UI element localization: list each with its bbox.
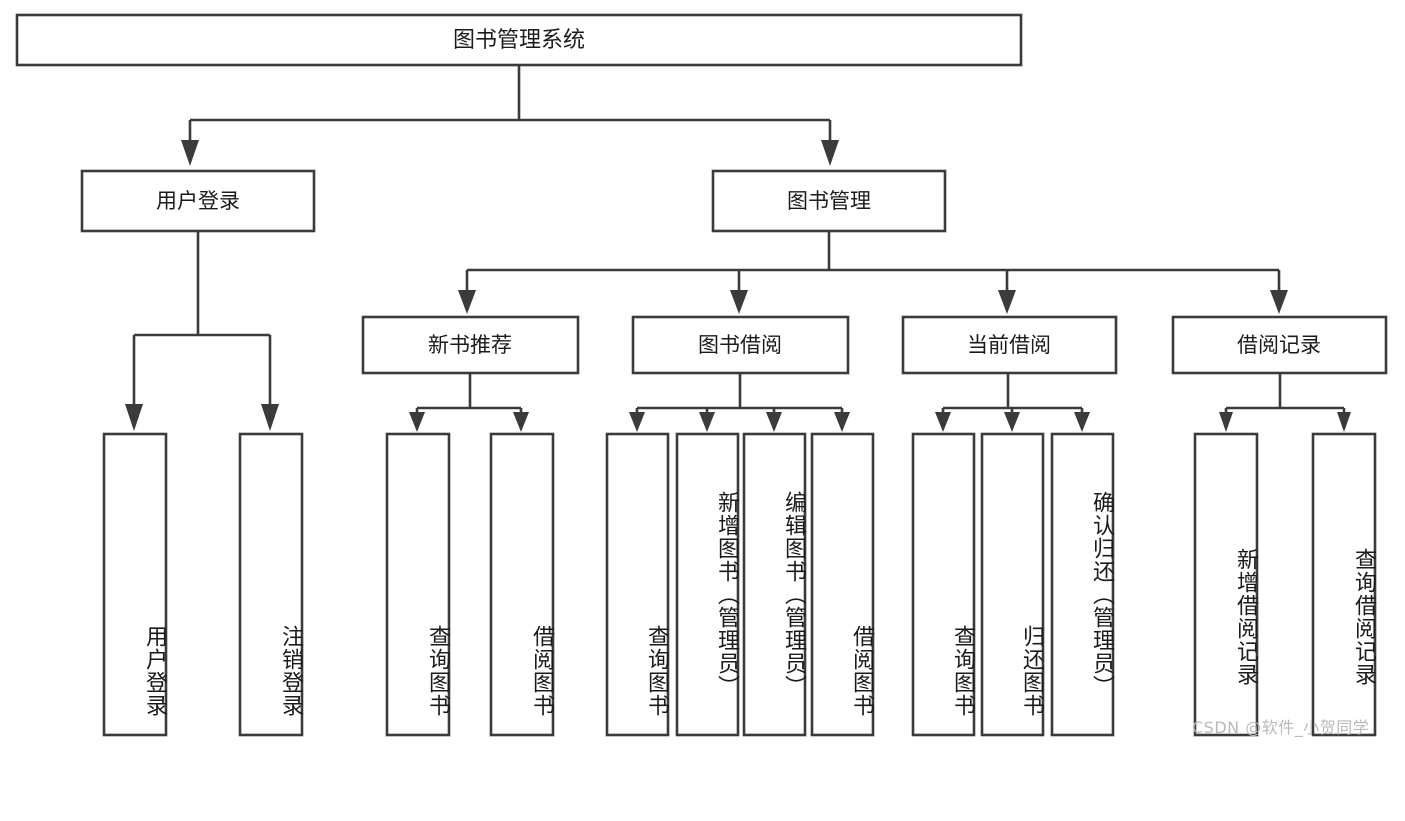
arrow-leaf-add-record [1219, 412, 1233, 432]
node-root-box[interactable] [15, 13, 1023, 67]
node-borrow-record-label: 借阅记录 [1237, 333, 1321, 357]
node-user-login-label: 用户登录 [156, 189, 240, 213]
arrow-leaf-query-record [1337, 412, 1351, 432]
leaf-logout-box[interactable] [238, 432, 304, 737]
diagram-root: 图书管理系统 用户登录 图书管理 新书推荐 图书借阅 当前借阅 借阅记录 [15, 13, 1388, 737]
leaf-query-book-1-box[interactable] [385, 432, 451, 737]
arrow-leaf-confirm-return [1074, 412, 1090, 432]
node-root-label: 图书管理系统 [453, 28, 585, 53]
leaf-user-login-box[interactable] [102, 432, 168, 737]
node-book-management-label: 图书管理 [787, 189, 871, 213]
node-book-management-box[interactable] [711, 169, 947, 233]
leaf-borrow-book-1-box[interactable] [489, 432, 555, 737]
leaf-confirm-return-box[interactable] [1050, 432, 1115, 737]
node-book-borrow-box[interactable] [631, 315, 850, 375]
node-layer: 图书管理系统 用户登录 图书管理 新书推荐 图书借阅 当前借阅 借阅记录 [15, 13, 1388, 737]
arrow-leaf-user-login [125, 404, 143, 431]
arrow-leaf-logout [261, 404, 279, 431]
leaf-borrow-book-2-box[interactable] [810, 432, 875, 737]
leaf-edit-book-box[interactable] [742, 432, 807, 737]
node-book-borrow-label: 图书借阅 [698, 333, 782, 357]
arrow-leaf-query-book-3 [935, 412, 951, 432]
leaf-return-book-box[interactable] [980, 432, 1045, 737]
arrow-leaf-return-book [1004, 412, 1020, 432]
csdn-watermark: CSDN @软件_小贺同学 [1192, 718, 1370, 737]
leaf-add-record-box[interactable] [1193, 432, 1259, 737]
node-borrow-record-box[interactable] [1171, 315, 1388, 375]
node-new-book-recommend-box[interactable] [361, 315, 580, 375]
arrow-leaf-add-book [699, 412, 715, 432]
arrow-user-login [181, 140, 199, 166]
node-current-borrow-box[interactable] [901, 315, 1118, 375]
arrow-borrow-record [1270, 290, 1288, 314]
leaf-add-book-box[interactable] [675, 432, 740, 737]
arrow-book-mgmt [821, 140, 839, 166]
node-user-login-box[interactable] [80, 169, 316, 233]
arrow-current-borrow [998, 290, 1016, 314]
arrow-book-borrow [730, 290, 748, 314]
arrow-leaf-query-book-1 [409, 412, 425, 432]
arrow-leaf-borrow-book-1 [513, 412, 529, 432]
node-current-borrow-label: 当前借阅 [967, 333, 1051, 357]
diagram-canvas: 图书管理系统 用户登录 图书管理 新书推荐 图书借阅 当前借阅 借阅记录 [15, 13, 1388, 737]
arrow-new-book-recommend [458, 290, 476, 314]
node-new-book-recommend-label: 新书推荐 [428, 333, 512, 357]
leaf-query-record-box[interactable] [1311, 432, 1377, 737]
arrow-leaf-borrow-book-2 [834, 412, 850, 432]
leaf-query-book-3-box[interactable] [911, 432, 976, 737]
leaf-query-book-2-box[interactable] [605, 432, 670, 737]
arrow-leaf-query-book-2 [629, 412, 645, 432]
arrow-leaf-edit-book [766, 412, 782, 432]
connector-layer [125, 65, 1351, 432]
